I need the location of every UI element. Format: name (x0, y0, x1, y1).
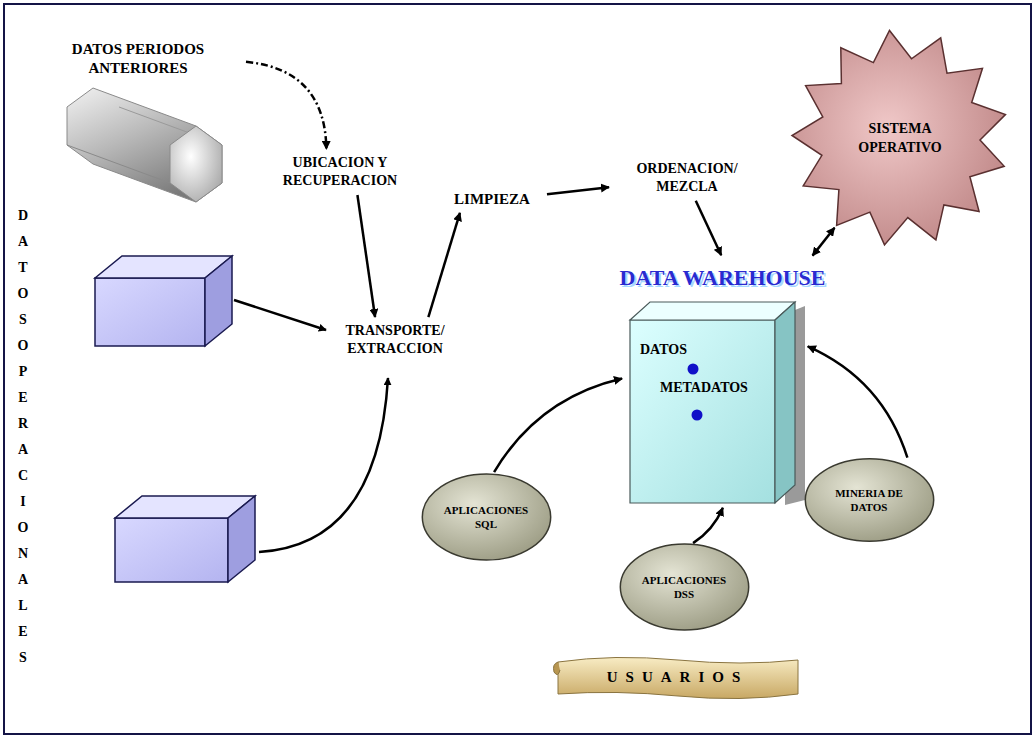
node-subtext: DATOS (640, 341, 687, 359)
flow-arrow (494, 379, 622, 473)
users-banner: USUARIOS (550, 652, 805, 702)
application-ellipse: APLICACIONES SQL (421, 473, 552, 561)
node-text: DATOS PERIODOS ANTERIORES (38, 36, 238, 78)
node-text: UBICACION Y RECUPERACION (259, 154, 421, 190)
warehouse-cuboid (625, 300, 805, 505)
storage-prism: DATOS PERIODOS ANTERIORES (38, 36, 243, 206)
flow-arrow (357, 195, 375, 317)
vertical-label: DATOS OPERACIONALES (16, 203, 30, 671)
node-text: ORDENACION/ MEZCLA (616, 160, 758, 196)
node-text: DATA WAREHOUSE (565, 264, 880, 292)
node-text: TRANSPORTE/ EXTRACCION (334, 322, 456, 358)
flow-arrow (696, 201, 721, 256)
flow-arrow (234, 300, 326, 330)
node-text: MINERIA DE DATOS (824, 486, 914, 514)
flow-arrow (246, 62, 326, 149)
ellipse-shape (421, 473, 552, 561)
process-text: TRANSPORTE/ EXTRACCION (330, 320, 460, 360)
node-text: APLICACIONES DSS (639, 573, 729, 601)
system-star: SISTEMA OPERATIVO (788, 18, 1012, 250)
flow-arrow (693, 508, 723, 543)
node-subtext: METADATOS (660, 379, 748, 397)
flow-arrow (259, 378, 388, 552)
process-text: ORDENACION/ MEZCLA (612, 158, 762, 198)
node-text: SISTEMA OPERATIVO (830, 119, 970, 157)
flow-arrow (808, 346, 908, 457)
flow-arrow (428, 213, 460, 317)
node-text: APLICACIONES SQL (441, 503, 531, 531)
node-text: LIMPIEZA (444, 190, 540, 208)
process-text: UBICACION Y RECUPERACION (255, 152, 425, 192)
ellipse-shape (804, 458, 935, 542)
application-ellipse: APLICACIONES DSS (619, 543, 750, 631)
data-cube (115, 496, 255, 582)
ellipse-shape (619, 543, 750, 631)
application-ellipse: MINERIA DE DATOS (804, 458, 935, 542)
flow-arrow (813, 228, 835, 256)
node-text: USUARIOS (607, 668, 749, 686)
data-cube (95, 256, 232, 346)
flow-arrow (547, 187, 609, 194)
process-text: LIMPIEZA (440, 188, 544, 210)
